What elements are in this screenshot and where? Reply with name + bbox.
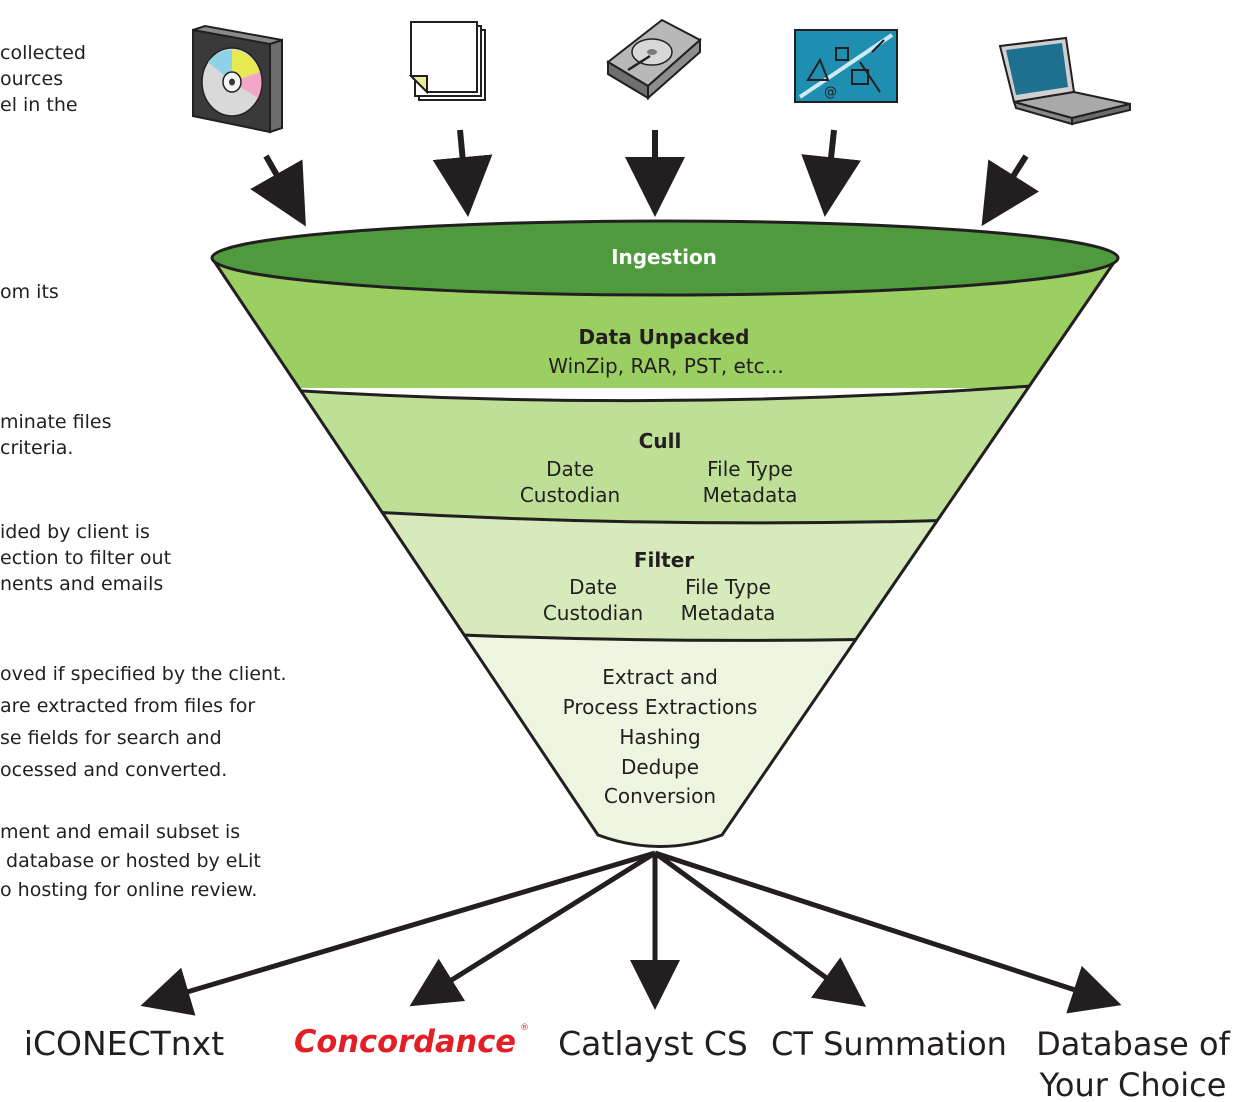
side-text-ingestion: om its [0, 279, 59, 305]
cd-case-icon [192, 24, 283, 134]
filter-item: Metadata [681, 601, 776, 625]
registered-mark: ® [520, 1023, 529, 1033]
output-arrow [653, 850, 867, 1007]
output-arrow [140, 850, 656, 1016]
output-arrows [140, 850, 1122, 1016]
side-line: minate files [0, 411, 112, 433]
cull-item: Date [546, 457, 594, 481]
input-arrows [250, 129, 1040, 227]
svg-text:@: @ [824, 85, 837, 100]
cull-item: Custodian [520, 483, 620, 507]
cull-title: Cull [639, 429, 682, 453]
side-line: are extracted from files for [0, 695, 256, 717]
laptop-icon [998, 36, 1131, 126]
output-concordance-logo: Concordance [294, 1024, 516, 1060]
side-line: om its [0, 281, 59, 303]
side-line: o hosting for online review. [0, 879, 258, 901]
output-arrow [409, 850, 657, 1007]
input-arrow [801, 129, 861, 217]
ingestion-label: Ingestion [611, 245, 717, 269]
process-step: Process Extractions [563, 695, 758, 719]
side-text-collection: collected ources el in the [0, 40, 86, 118]
cull-item: Metadata [703, 483, 798, 507]
output-database-line1: Database of [1036, 1025, 1230, 1063]
process-step: Conversion [604, 784, 716, 808]
side-line: collected [0, 42, 86, 64]
output-arrow [654, 850, 1122, 1014]
input-arrow [250, 154, 306, 227]
process-step: Extract and [602, 665, 718, 689]
side-line: ocessed and converted. [0, 759, 228, 781]
output-iconectnxt: iCONECTnxt [24, 1024, 224, 1063]
output-catlayst-cs: Catlayst CS [558, 1024, 748, 1063]
output-ct-summation: CT Summation [771, 1025, 1007, 1063]
input-arrow [981, 154, 1040, 227]
side-line: ources [0, 68, 64, 90]
paper-documents-icon [408, 21, 486, 101]
side-text-processing: oved if specified by the client. are extr… [0, 658, 287, 786]
side-line: el in the [0, 94, 78, 116]
filter-item: File Type [685, 575, 771, 599]
input-arrow [432, 129, 493, 217]
side-line: database or hosted by eLit [0, 850, 261, 872]
filter-item: Date [569, 575, 617, 599]
filter-title: Filter [634, 548, 694, 572]
hard-drive-icon [606, 18, 702, 101]
email-network-icon: @ [794, 29, 898, 103]
process-step: Hashing [619, 725, 700, 749]
data-unpacked-subtitle: WinZip, RAR, PST, etc... [548, 354, 784, 378]
funnel-outline [210, 257, 1119, 848]
side-line: oved if specified by the client. [0, 663, 287, 685]
side-line: ment and email subset is [0, 821, 241, 843]
output-database-line2: Your Choice [1039, 1066, 1227, 1102]
filter-item: Custodian [543, 601, 643, 625]
process-step: Dedupe [621, 755, 699, 779]
side-text-output: ment and email subset is database or hos… [0, 818, 261, 905]
funnel-rim [210, 219, 1120, 297]
side-line: se fields for search and [0, 727, 222, 749]
data-unpacked-title: Data Unpacked [579, 325, 750, 349]
side-line: nents and emails [0, 573, 164, 595]
cull-item: File Type [707, 457, 793, 481]
side-text-cull: minate files criteria. [0, 409, 112, 461]
side-line: ection to filter out [0, 547, 172, 569]
side-line: criteria. [0, 437, 74, 459]
side-line: ided by client is [0, 521, 150, 543]
side-text-filter: ided by client is ection to filter out nen… [0, 519, 171, 597]
